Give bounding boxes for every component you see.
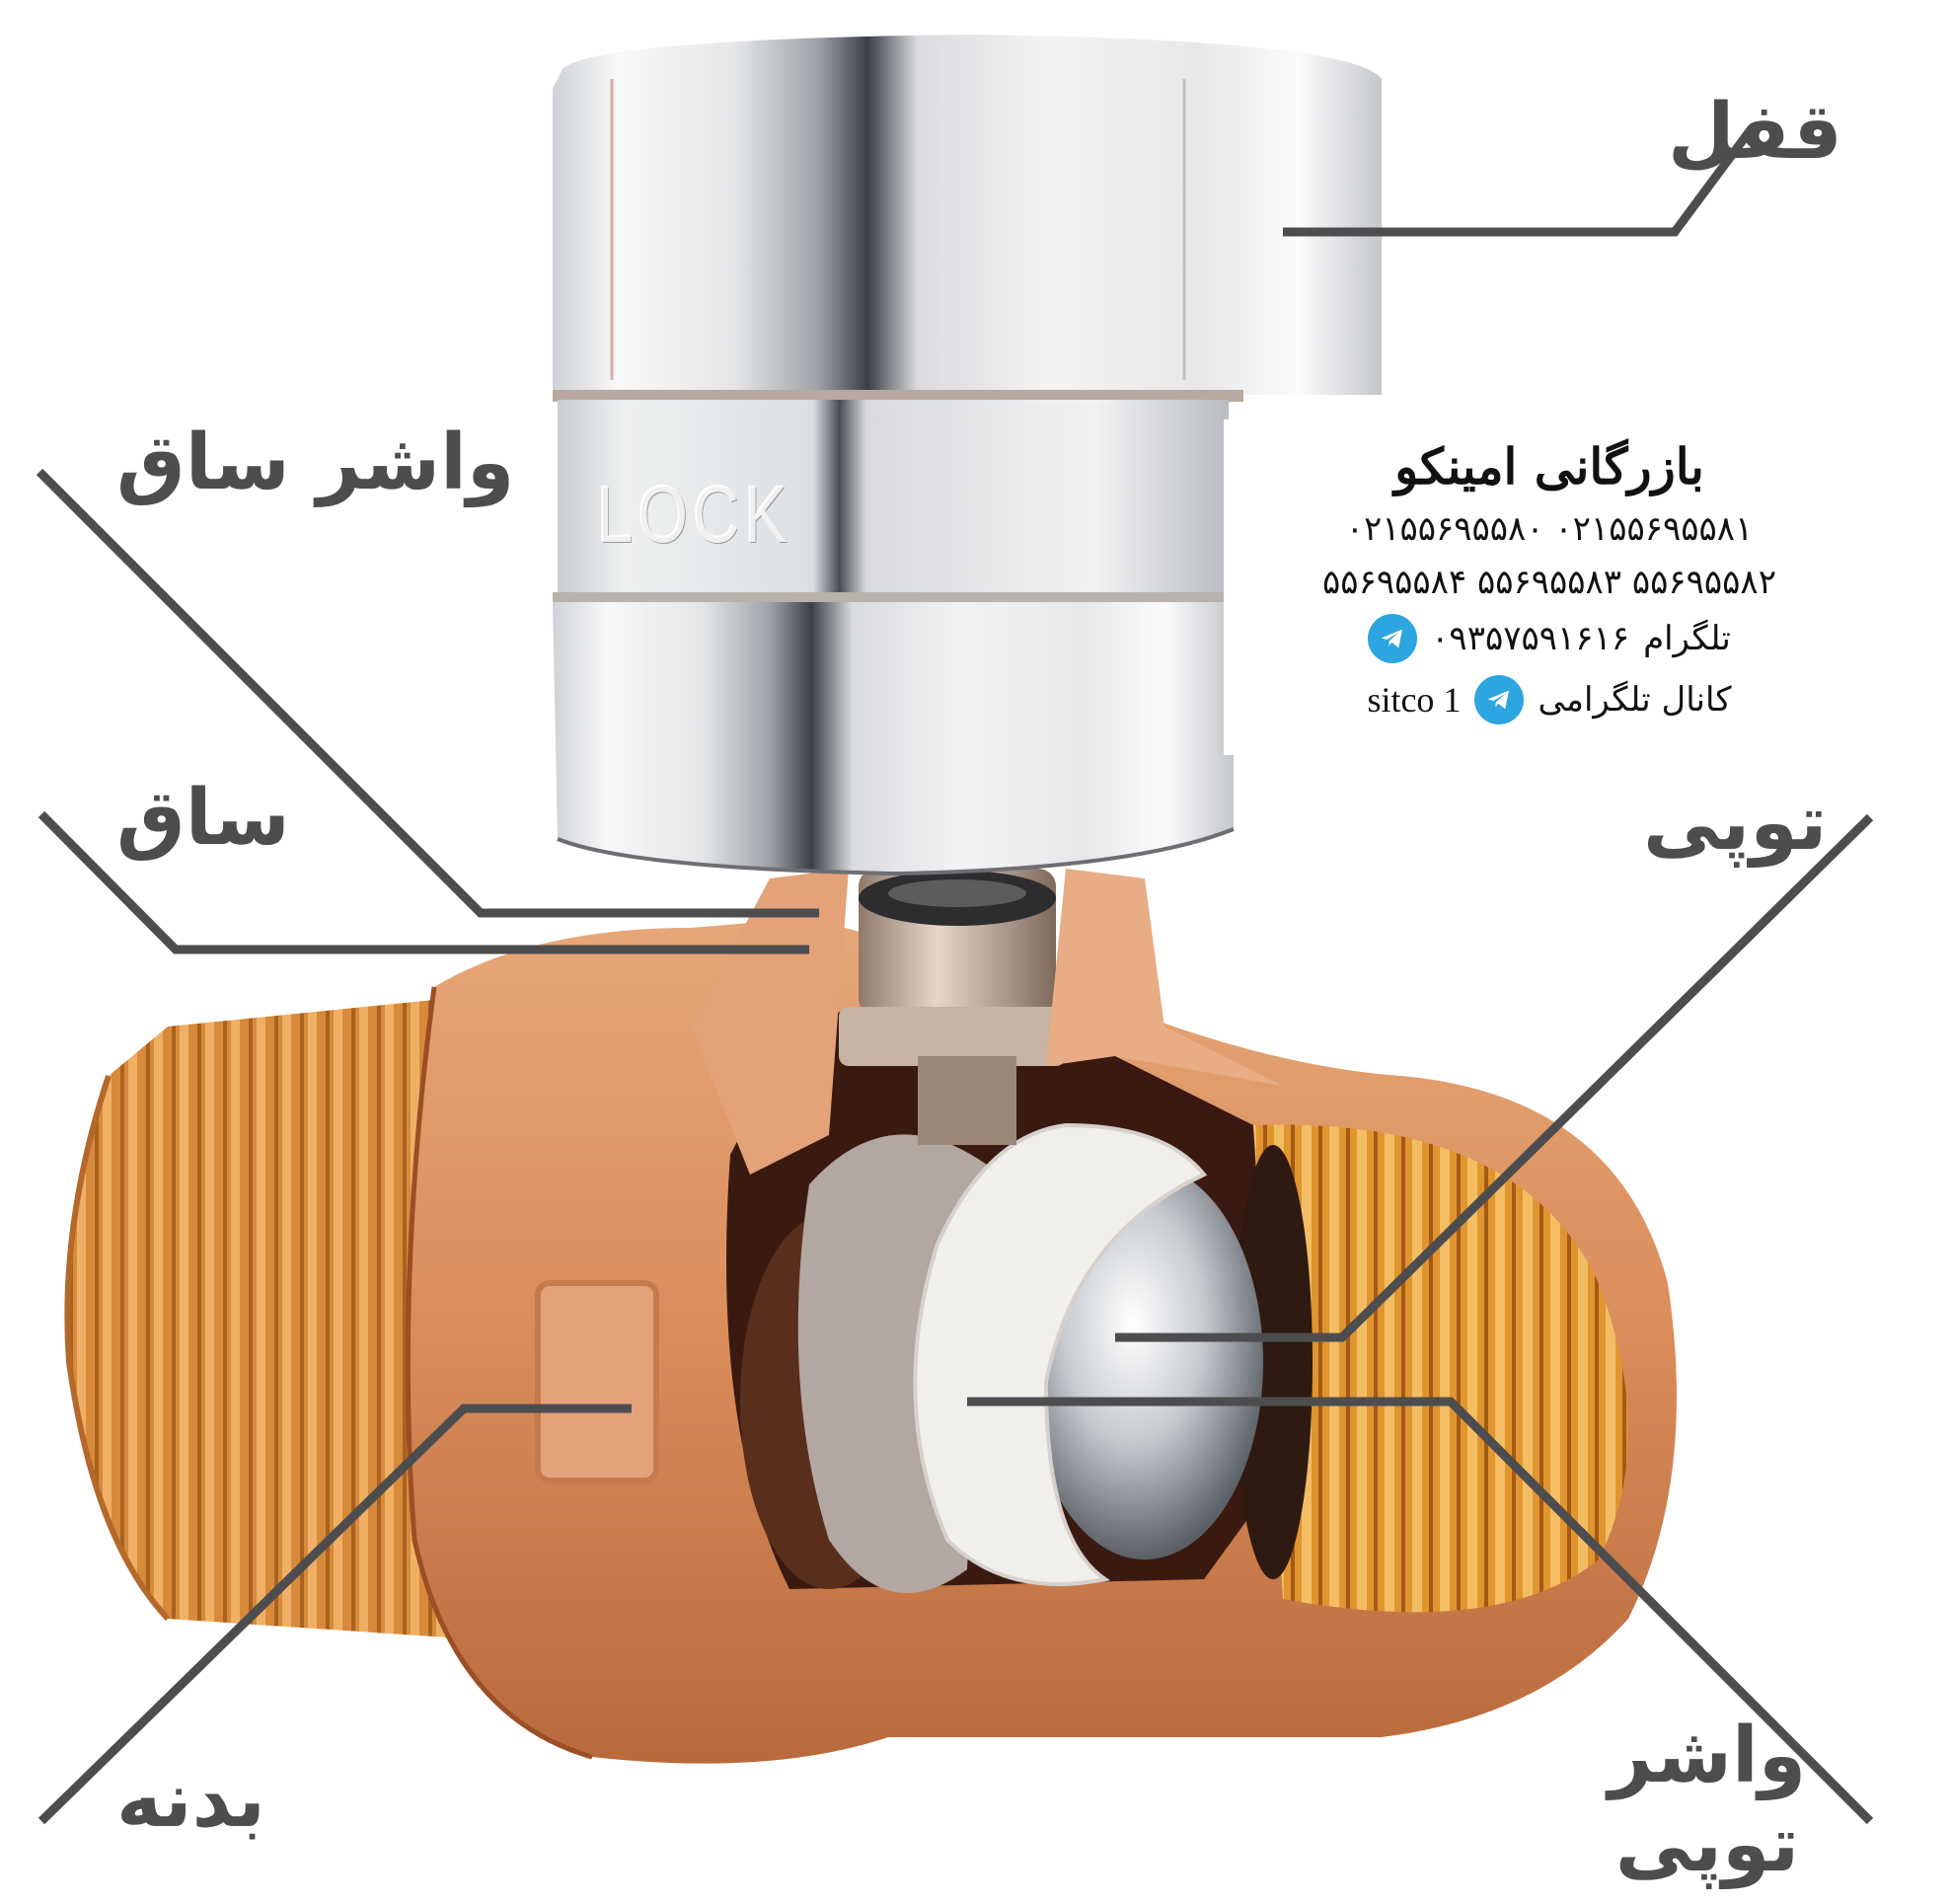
telegram-number: ۰۹۳۵۷۵۹۱۶۱۶ — [1431, 619, 1630, 658]
telegram-icon — [1474, 675, 1525, 724]
telegram-icon — [1368, 614, 1418, 663]
telegram-channel-row: کانال تلگرامی sitco 1 — [1224, 675, 1875, 724]
label-stem-washer: واشر ساق — [116, 419, 515, 507]
telegram-channel-id: sitco 1 — [1367, 680, 1462, 720]
telegram-row: تلگرام ۰۹۳۵۷۵۹۱۶۱۶ — [1224, 614, 1875, 663]
leader-lines — [36, 125, 1874, 1825]
male-thread-end — [64, 997, 464, 1638]
leader-stem — [38, 810, 809, 954]
leader-stem-washer — [36, 468, 819, 918]
label-ball-washer: واشر توپی — [1608, 1712, 1807, 1889]
label-ball: توپی — [1643, 779, 1828, 868]
leader-lock — [1283, 125, 1756, 237]
lock-cap — [553, 35, 1382, 876]
label-stem: ساق — [116, 774, 290, 863]
stem — [839, 869, 1066, 1145]
cap-embossing-text: LOCK — [596, 470, 792, 560]
leader-body — [38, 1404, 632, 1825]
telegram-channel-label: کانال تلگرامی — [1538, 680, 1732, 720]
company-info-box: بازرگانی امینکو ۰۲۱۵۵۶۹۵۵۸۱ ۰۲۱۵۵۶۹۵۵۸۰ … — [1224, 419, 1875, 755]
company-name: بازرگانی امینکو — [1394, 437, 1704, 495]
phone-numbers-2: ۵۵۶۹۵۵۸۲ ۵۵۶۹۵۵۸۳ ۵۵۶۹۵۵۸۴ — [1322, 563, 1776, 602]
telegram-label: تلگرام — [1643, 619, 1731, 658]
ball-seat-washer — [913, 1122, 1208, 1586]
neck-wall-right — [1046, 869, 1283, 1086]
phone-numbers-1: ۰۲۱۵۵۶۹۵۵۸۱ ۰۲۱۵۵۶۹۵۵۸۰ — [1345, 509, 1754, 549]
label-body: بدنه — [116, 1756, 265, 1845]
leader-ball-washer — [967, 1397, 1874, 1825]
label-lock: قفل — [1668, 88, 1842, 177]
leader-ball — [1115, 813, 1874, 1342]
